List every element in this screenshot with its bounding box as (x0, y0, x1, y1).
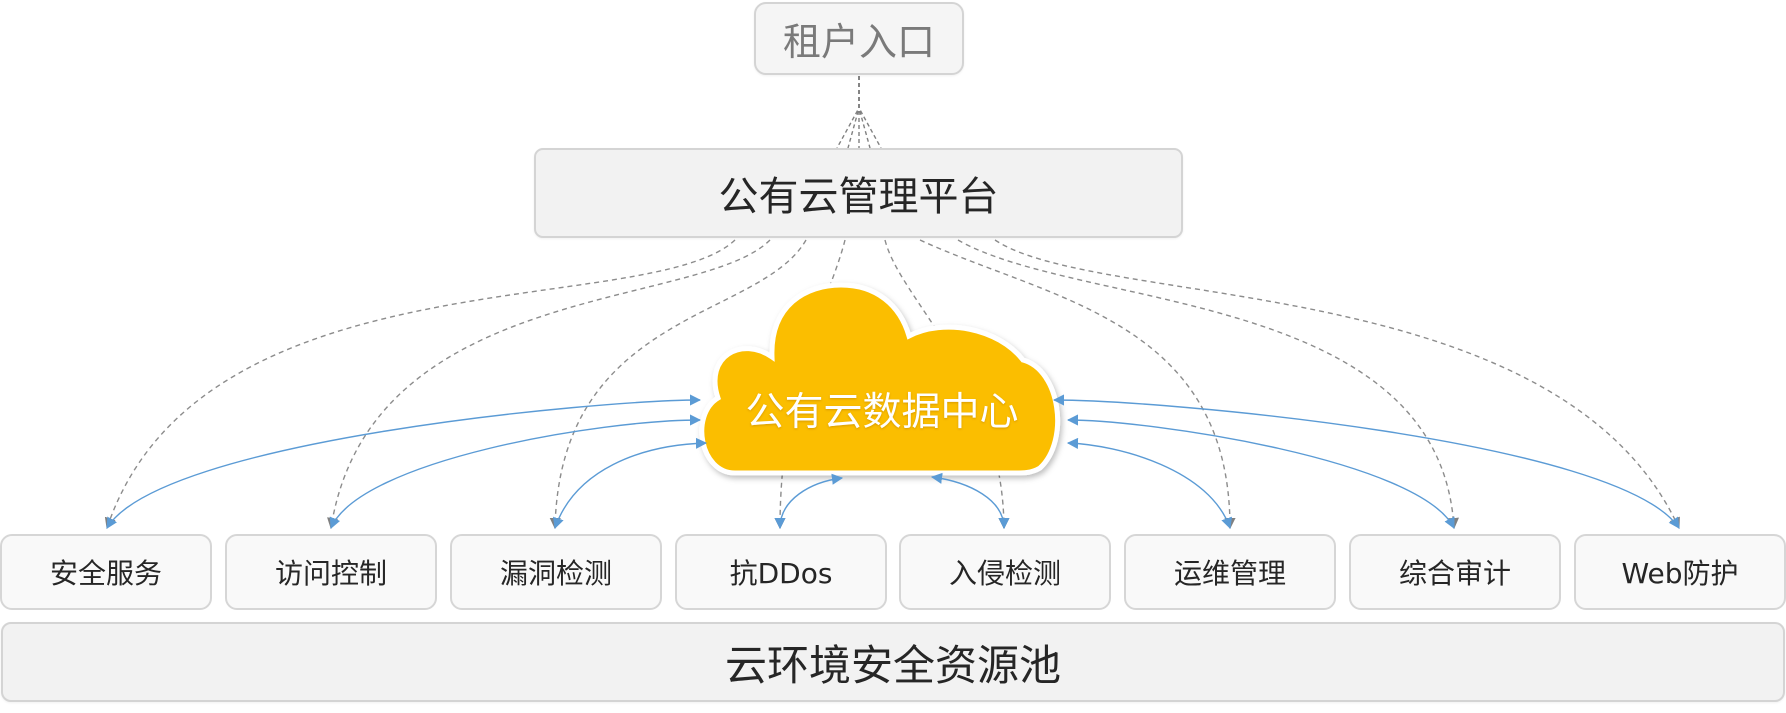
link-datacenter-module-1 (106, 394, 702, 529)
datacenter-label: 公有云数据中心 (745, 390, 1019, 435)
module-security-service: 安全服务 (0, 534, 212, 610)
security-resource-pool-box: 云环境安全资源池 (1, 622, 1785, 702)
tenant-portal-box: 租户入口 (754, 2, 964, 75)
security-resource-pool-label: 云环境安全资源池 (724, 640, 1061, 690)
link-datacenter-module-5 (930, 472, 1010, 530)
management-platform-label: 公有云管理平台 (718, 174, 999, 220)
module-comprehensive-audit: 综合审计 (1349, 534, 1561, 610)
module-ops-management: 运维管理 (1124, 534, 1336, 610)
link-platform-module-2 (327, 239, 771, 530)
link-datacenter-module-8 (1052, 394, 1680, 529)
tenant-portal-label: 租户入口 (782, 20, 935, 64)
module-vulnerability-scan: 漏洞检测 (450, 534, 662, 610)
portal-platform-links (836, 76, 882, 149)
link-datacenter-module-6 (1066, 437, 1232, 530)
module-intrusion-detection: 入侵检测 (899, 534, 1111, 610)
link-datacenter-module-2 (329, 414, 702, 530)
link-platform-module-1 (104, 239, 736, 530)
link-datacenter-module-3 (553, 437, 708, 530)
datacenter-module-links (106, 394, 1680, 530)
link-datacenter-module-7 (1066, 414, 1455, 530)
module-anti-ddos: 抗DDos (675, 534, 887, 610)
module-web-protection: Web防护 (1574, 534, 1786, 610)
module-access-control: 访问控制 (225, 534, 437, 610)
link-datacenter-module-4 (774, 473, 844, 530)
management-platform-box: 公有云管理平台 (534, 148, 1183, 238)
